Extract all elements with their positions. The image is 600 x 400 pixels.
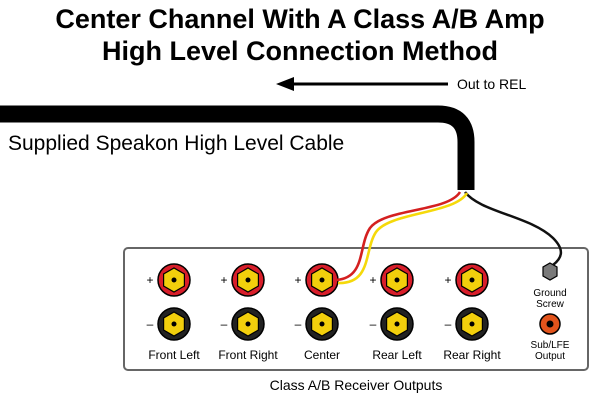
- red-wire: [335, 191, 462, 282]
- title-line-2: High Level Connection Method: [102, 36, 498, 66]
- speakon-cable: [0, 105, 475, 190]
- channel-label-rear-left: Rear Left: [372, 348, 422, 362]
- terminal-rear-right-positive[interactable]: [455, 263, 489, 297]
- minus-sign-front-right: –: [221, 317, 228, 331]
- terminal-rear-left-negative[interactable]: [380, 307, 414, 341]
- plus-sign-front-right: +: [220, 273, 227, 287]
- channel-label-front-right: Front Right: [218, 348, 278, 362]
- channel-label-front-left: Front Left: [148, 348, 200, 362]
- plus-sign-rear-right: +: [444, 273, 451, 287]
- ground-label-2: Screw: [536, 299, 565, 310]
- terminal-center-positive[interactable]: [305, 263, 339, 297]
- wire-bundle: [335, 191, 563, 285]
- terminal-center-negative[interactable]: [305, 307, 339, 341]
- terminal-grid: + – Front Left + – Front Right + – Center + – Rear …: [146, 263, 501, 362]
- black-wire: [464, 191, 563, 266]
- ground-label-1: Ground: [533, 288, 566, 299]
- sub-label-2: Output: [535, 351, 565, 362]
- terminal-front-left-negative[interactable]: [157, 307, 191, 341]
- terminal-front-right-negative[interactable]: [231, 307, 265, 341]
- ground-screw[interactable]: [542, 262, 558, 281]
- minus-sign-front-left: –: [147, 317, 154, 331]
- yellow-wire: [337, 192, 469, 285]
- minus-sign-rear-right: –: [445, 317, 452, 331]
- terminal-rear-right-negative[interactable]: [455, 307, 489, 341]
- minus-sign-rear-left: –: [370, 317, 377, 331]
- cable-label: Supplied Speakon High Level Cable: [8, 132, 344, 155]
- minus-sign-center: –: [295, 317, 302, 331]
- panel-caption: Class A/B Receiver Outputs: [270, 377, 443, 393]
- title-line-1: Center Channel With A Class A/B Amp: [55, 4, 544, 34]
- terminal-rear-left-positive[interactable]: [380, 263, 414, 297]
- arrow-label: Out to REL: [457, 76, 526, 92]
- channel-label-rear-right: Rear Right: [443, 348, 501, 362]
- plus-sign-rear-left: +: [369, 273, 376, 287]
- channel-label-center: Center: [304, 348, 340, 362]
- terminal-front-left-positive[interactable]: [157, 263, 191, 297]
- plus-sign-center: +: [294, 273, 301, 287]
- sub-lfe-jack[interactable]: [539, 313, 561, 335]
- terminal-front-right-positive[interactable]: [231, 263, 265, 297]
- out-arrow: [276, 77, 448, 91]
- sub-label-1: Sub/LFE: [531, 340, 570, 351]
- plus-sign-front-left: +: [146, 273, 153, 287]
